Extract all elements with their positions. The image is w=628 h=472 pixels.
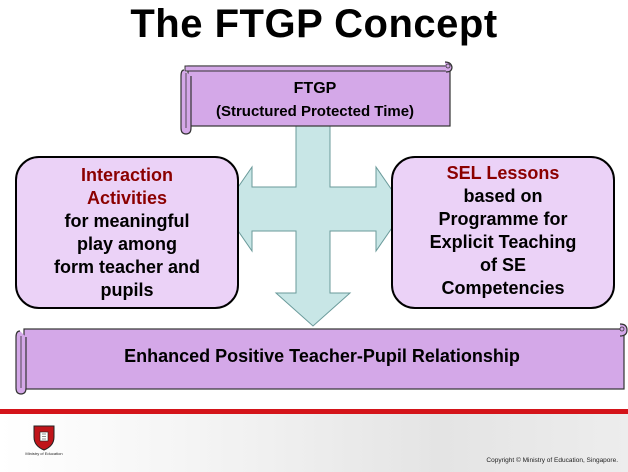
crest-caption: Ministry of Education — [25, 451, 63, 456]
ftgp-subtitle: (Structured Protected Time) — [215, 103, 415, 120]
relationship-banner-text: Enhanced Positive Teacher-Pupil Relation… — [124, 346, 520, 366]
copyright-text: Copyright © Ministry of Education, Singa… — [486, 457, 618, 464]
left-box-heading-line-1: Interaction — [80, 165, 173, 185]
left-box-line-1: for meaningful — [64, 211, 190, 231]
right-box-line-3: Explicit Teaching — [429, 232, 577, 252]
interaction-activities-box: Interaction Activities for meaningful pl… — [15, 156, 239, 309]
page-title: The FTGP Concept — [130, 2, 498, 46]
relationship-banner — [15, 323, 628, 395]
right-box-line-1: based on — [463, 186, 543, 206]
footer-background — [0, 414, 628, 472]
ftgp-title: FTGP — [293, 80, 337, 97]
ftgp-scroll — [180, 61, 453, 135]
left-box-line-4: pupils — [100, 280, 154, 300]
right-box-line-5: Competencies — [441, 278, 565, 298]
sel-lessons-box: SEL Lessons based on Programme for Expli… — [391, 156, 615, 309]
right-box-line-4: of SE — [479, 255, 526, 275]
right-box-line-2: Programme for — [438, 209, 568, 229]
left-box-line-2: play among — [76, 234, 178, 254]
right-box-heading: SEL Lessons — [446, 163, 560, 183]
left-box-heading-line-2: Activities — [86, 188, 168, 208]
left-box-line-3: form teacher and — [53, 257, 201, 277]
cross-arrow — [222, 125, 406, 327]
moe-crest-icon — [33, 425, 55, 451]
footer-red-bar — [0, 409, 628, 414]
